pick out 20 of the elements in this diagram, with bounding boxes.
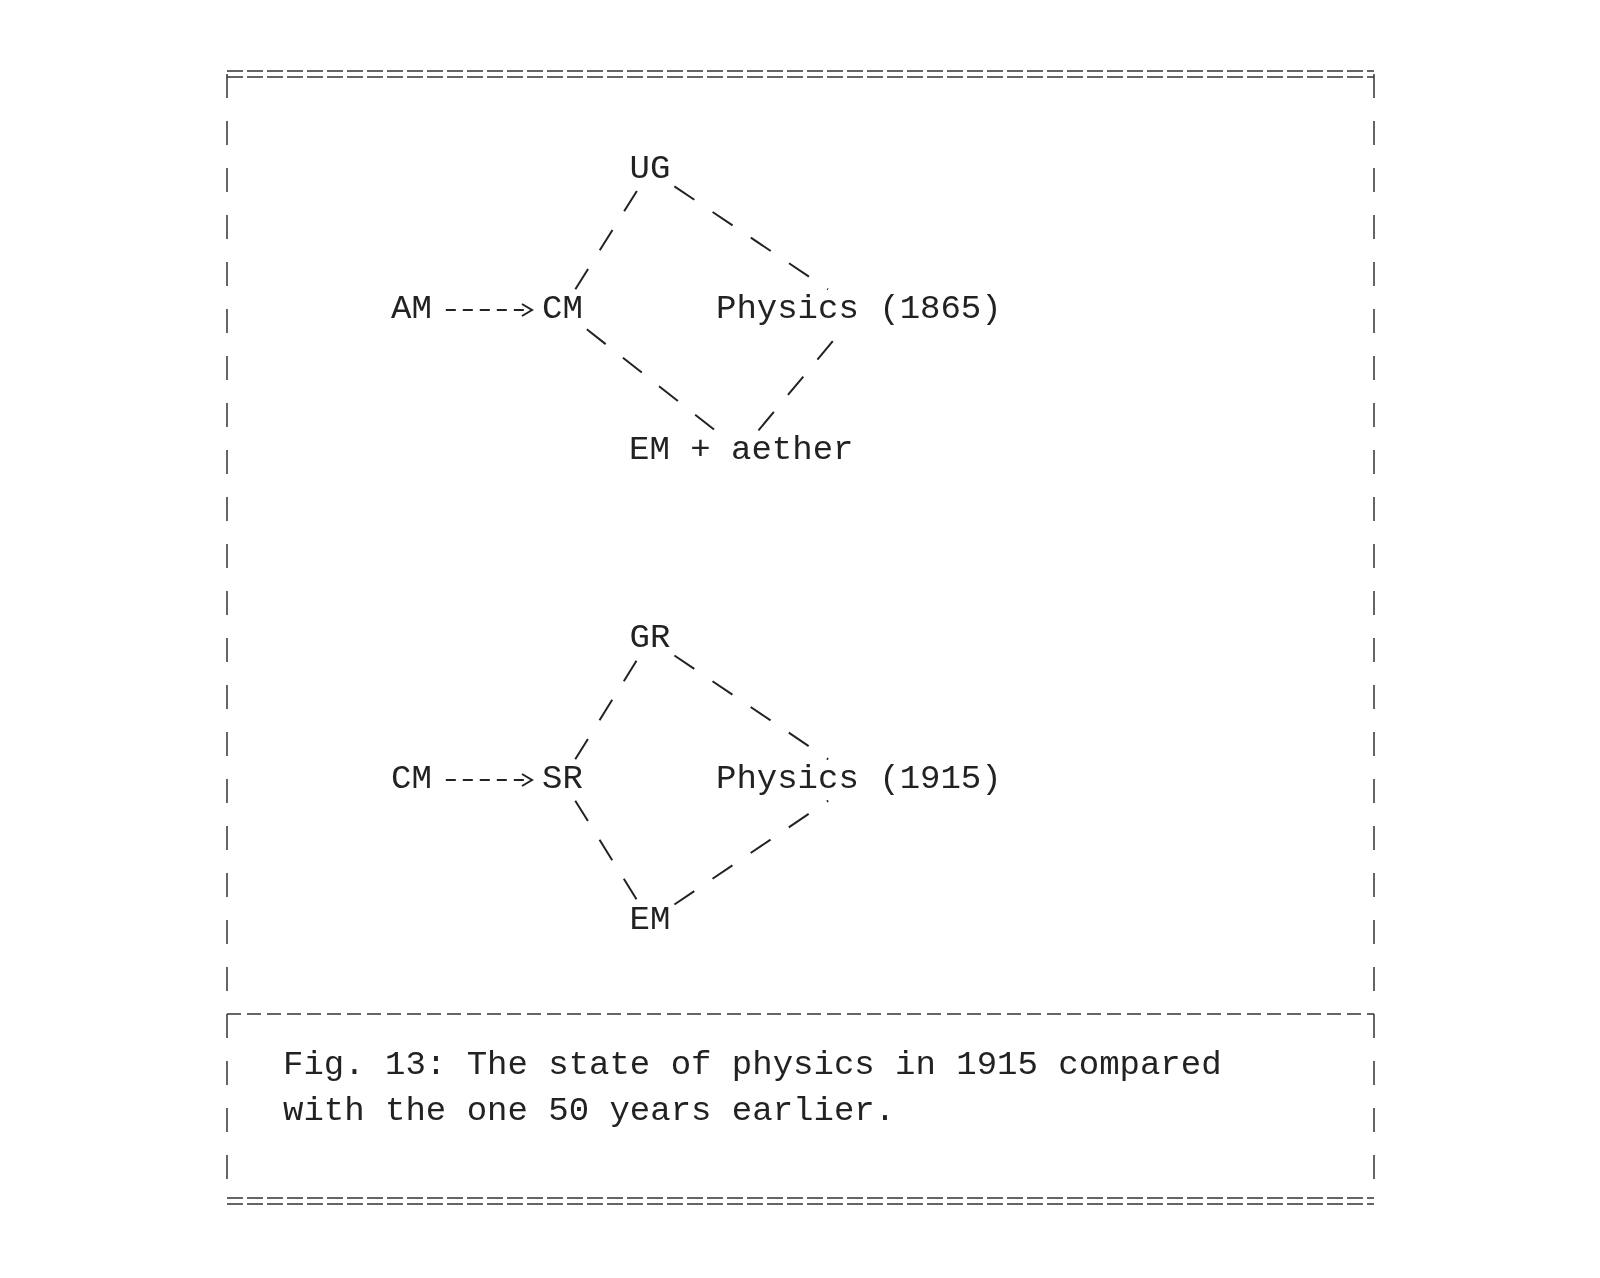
- node-label: CM: [391, 761, 432, 799]
- connector-line: [574, 658, 639, 761]
- connector-line: [673, 799, 830, 906]
- figure-caption: Fig. 13: The state of physics in 1915 compared with the one 50 years earlier.: [283, 1045, 1223, 1132]
- connector-line: [574, 799, 639, 902]
- connector-line: [574, 189, 639, 291]
- connector-line: [585, 328, 716, 432]
- node-label: SR: [542, 761, 583, 799]
- arrow: [444, 303, 533, 317]
- node-label: EM + aether: [629, 432, 854, 470]
- node-label: UG: [629, 151, 671, 189]
- node-label: CM: [542, 291, 583, 329]
- node-label: EM: [629, 902, 671, 940]
- node-label: Physics (1865): [716, 291, 1002, 329]
- node-label: AM: [391, 291, 432, 329]
- connector-line: [673, 654, 830, 761]
- connector-line: [673, 185, 829, 291]
- arrow: [444, 773, 533, 787]
- node-label: Physics (1915): [716, 761, 1002, 799]
- node-label: GR: [629, 620, 671, 658]
